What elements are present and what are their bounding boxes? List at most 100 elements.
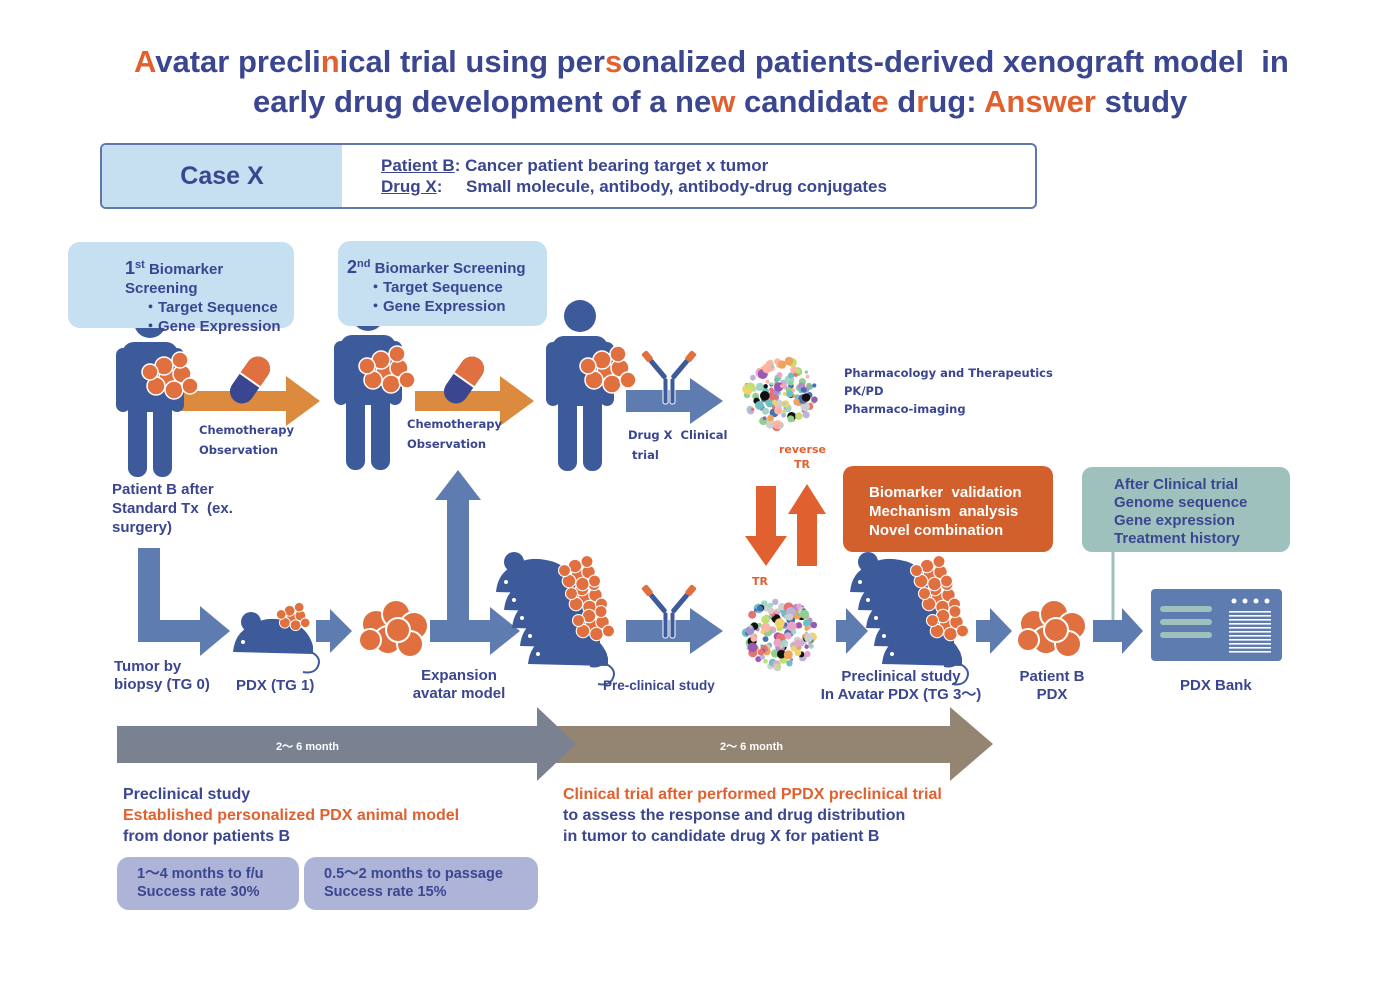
cell-dot [788,380,794,386]
record-line [1229,651,1271,653]
cell-dot [770,382,774,386]
box-item: Biomarker validation [869,484,1022,501]
record-line [1229,627,1271,629]
patient-pdx-line: PDX [1036,686,1068,703]
title-text: d [888,84,917,119]
note-line-highlight: Clinical trial after performed PPDX prec… [563,786,942,803]
after-clinical-trial-box: After Clinical trial Genome sequence Gen… [1082,467,1290,552]
box-item: Genome sequence [1114,494,1248,511]
cell-dot [760,391,770,401]
mouse-stack-icon-2 [849,551,970,686]
title-text: ical trial using per [339,44,605,79]
box-item: Gene expression [1114,512,1235,529]
drug-key: Drug X [381,177,437,196]
ordinal: 1 [125,258,136,278]
patient-b-line: surgery) [112,519,173,536]
cell-dot [762,416,767,421]
title-text: study [1095,84,1188,119]
pharma-item: PK/PD [844,384,884,398]
reverse-text: reverse [779,443,826,456]
expansion-text: Expansion [421,667,497,684]
cell-dot [763,658,768,664]
note-line-highlight: Established personalized PDX animal mode… [123,807,460,824]
patient-pdx-line: Patient B [1019,668,1085,685]
biomarker-validation-box: Biomarker validation Mechanism analysis … [843,466,1053,552]
cell-dot [762,636,769,642]
cell-dot [794,639,802,647]
cell-dot [767,607,775,615]
note-line: in tumor to candidate drug X for patient… [563,828,880,845]
cell-dot [795,368,801,374]
cell-dot [765,399,774,408]
cell-dot [804,650,811,658]
case-box: Case X Patient B: Cancer patient bearing… [100,143,1037,209]
cell-dot [755,656,762,663]
cell-dot [773,638,782,647]
cell-dot [805,374,810,379]
cell-dot [772,399,778,405]
ordinal: 2 [347,257,358,277]
case-label: Case X [102,145,342,207]
cell-dot [800,387,807,393]
cell-dot [800,401,810,412]
cell-dot [745,626,755,635]
cell-dot [745,388,753,395]
box-item: Mechanism analysis [869,503,1019,520]
cell-dot [782,391,787,396]
screening-title: Biomarker Screening [125,261,224,297]
cell-dot [784,643,788,647]
flow-arrow-bank [1093,608,1143,654]
record-line [1229,639,1271,641]
title-line-2: early drug development of a new candidat… [253,82,1187,122]
cell-dot [804,633,814,643]
chemo-text: Chemotherapy [199,423,294,437]
tr-down-arrow [745,486,787,566]
chemo-arrow-2 [415,376,534,426]
cell-dot [804,370,808,374]
cell-dot [760,629,765,635]
drug-x-text: Drug X Clinical [628,428,728,442]
timeline-label-2: 2〜 6 month [720,741,783,753]
cell-dot [757,649,765,656]
tr-text: TR [794,458,810,471]
timeline-label-1: 2〜 6 month [276,741,339,753]
cell-dot [786,390,794,398]
cell-dot [781,412,787,418]
pill-line: 0.5〜2 months to passage [324,866,503,882]
pill-line: Success rate 30% [137,884,260,900]
cell-dot [778,602,786,611]
title-line-1: Avatar preclinical trial using personali… [134,42,1289,82]
cell-dot [786,660,793,667]
cell-dot [772,598,779,606]
cell-cluster-icon-bottom [741,598,818,672]
notes-left: Preclinical study Established personaliz… [123,784,459,847]
preclinical-study-label: Pre-clinical study [603,678,715,693]
flow-arrow-pdx1 [316,609,352,653]
cell-dot [810,622,815,627]
cell-dot [784,632,792,640]
title-text: ug: [928,84,984,119]
reverse-tr-label: reverse TR [779,442,826,472]
pdx-tg1-label: PDX (TG 1) [236,677,315,694]
biopsy-text: biopsy (TG 0) [114,676,210,693]
cell-dot [788,372,795,379]
tumor-icon-pdx [275,601,311,632]
title-text: early drug development of a ne [253,84,712,119]
flow-arrow-avatar [836,608,868,654]
mouse-stack-icon-1 [495,551,616,686]
cell-dot [795,412,803,420]
cell-dot [762,363,772,374]
case-details: Patient B: Cancer patient bearing target… [342,145,887,207]
biomarker-screening-box-1: 1st Biomarker Screening ・Target Sequence… [68,242,294,335]
cell-dot [773,382,784,392]
notes-right: Clinical trial after performed PPDX prec… [563,784,942,847]
cell-dot [748,610,757,619]
cell-dot [800,609,810,619]
avatar-model-text: avatar model [412,685,506,702]
cell-dot [784,356,794,366]
cell-dot [750,635,757,642]
